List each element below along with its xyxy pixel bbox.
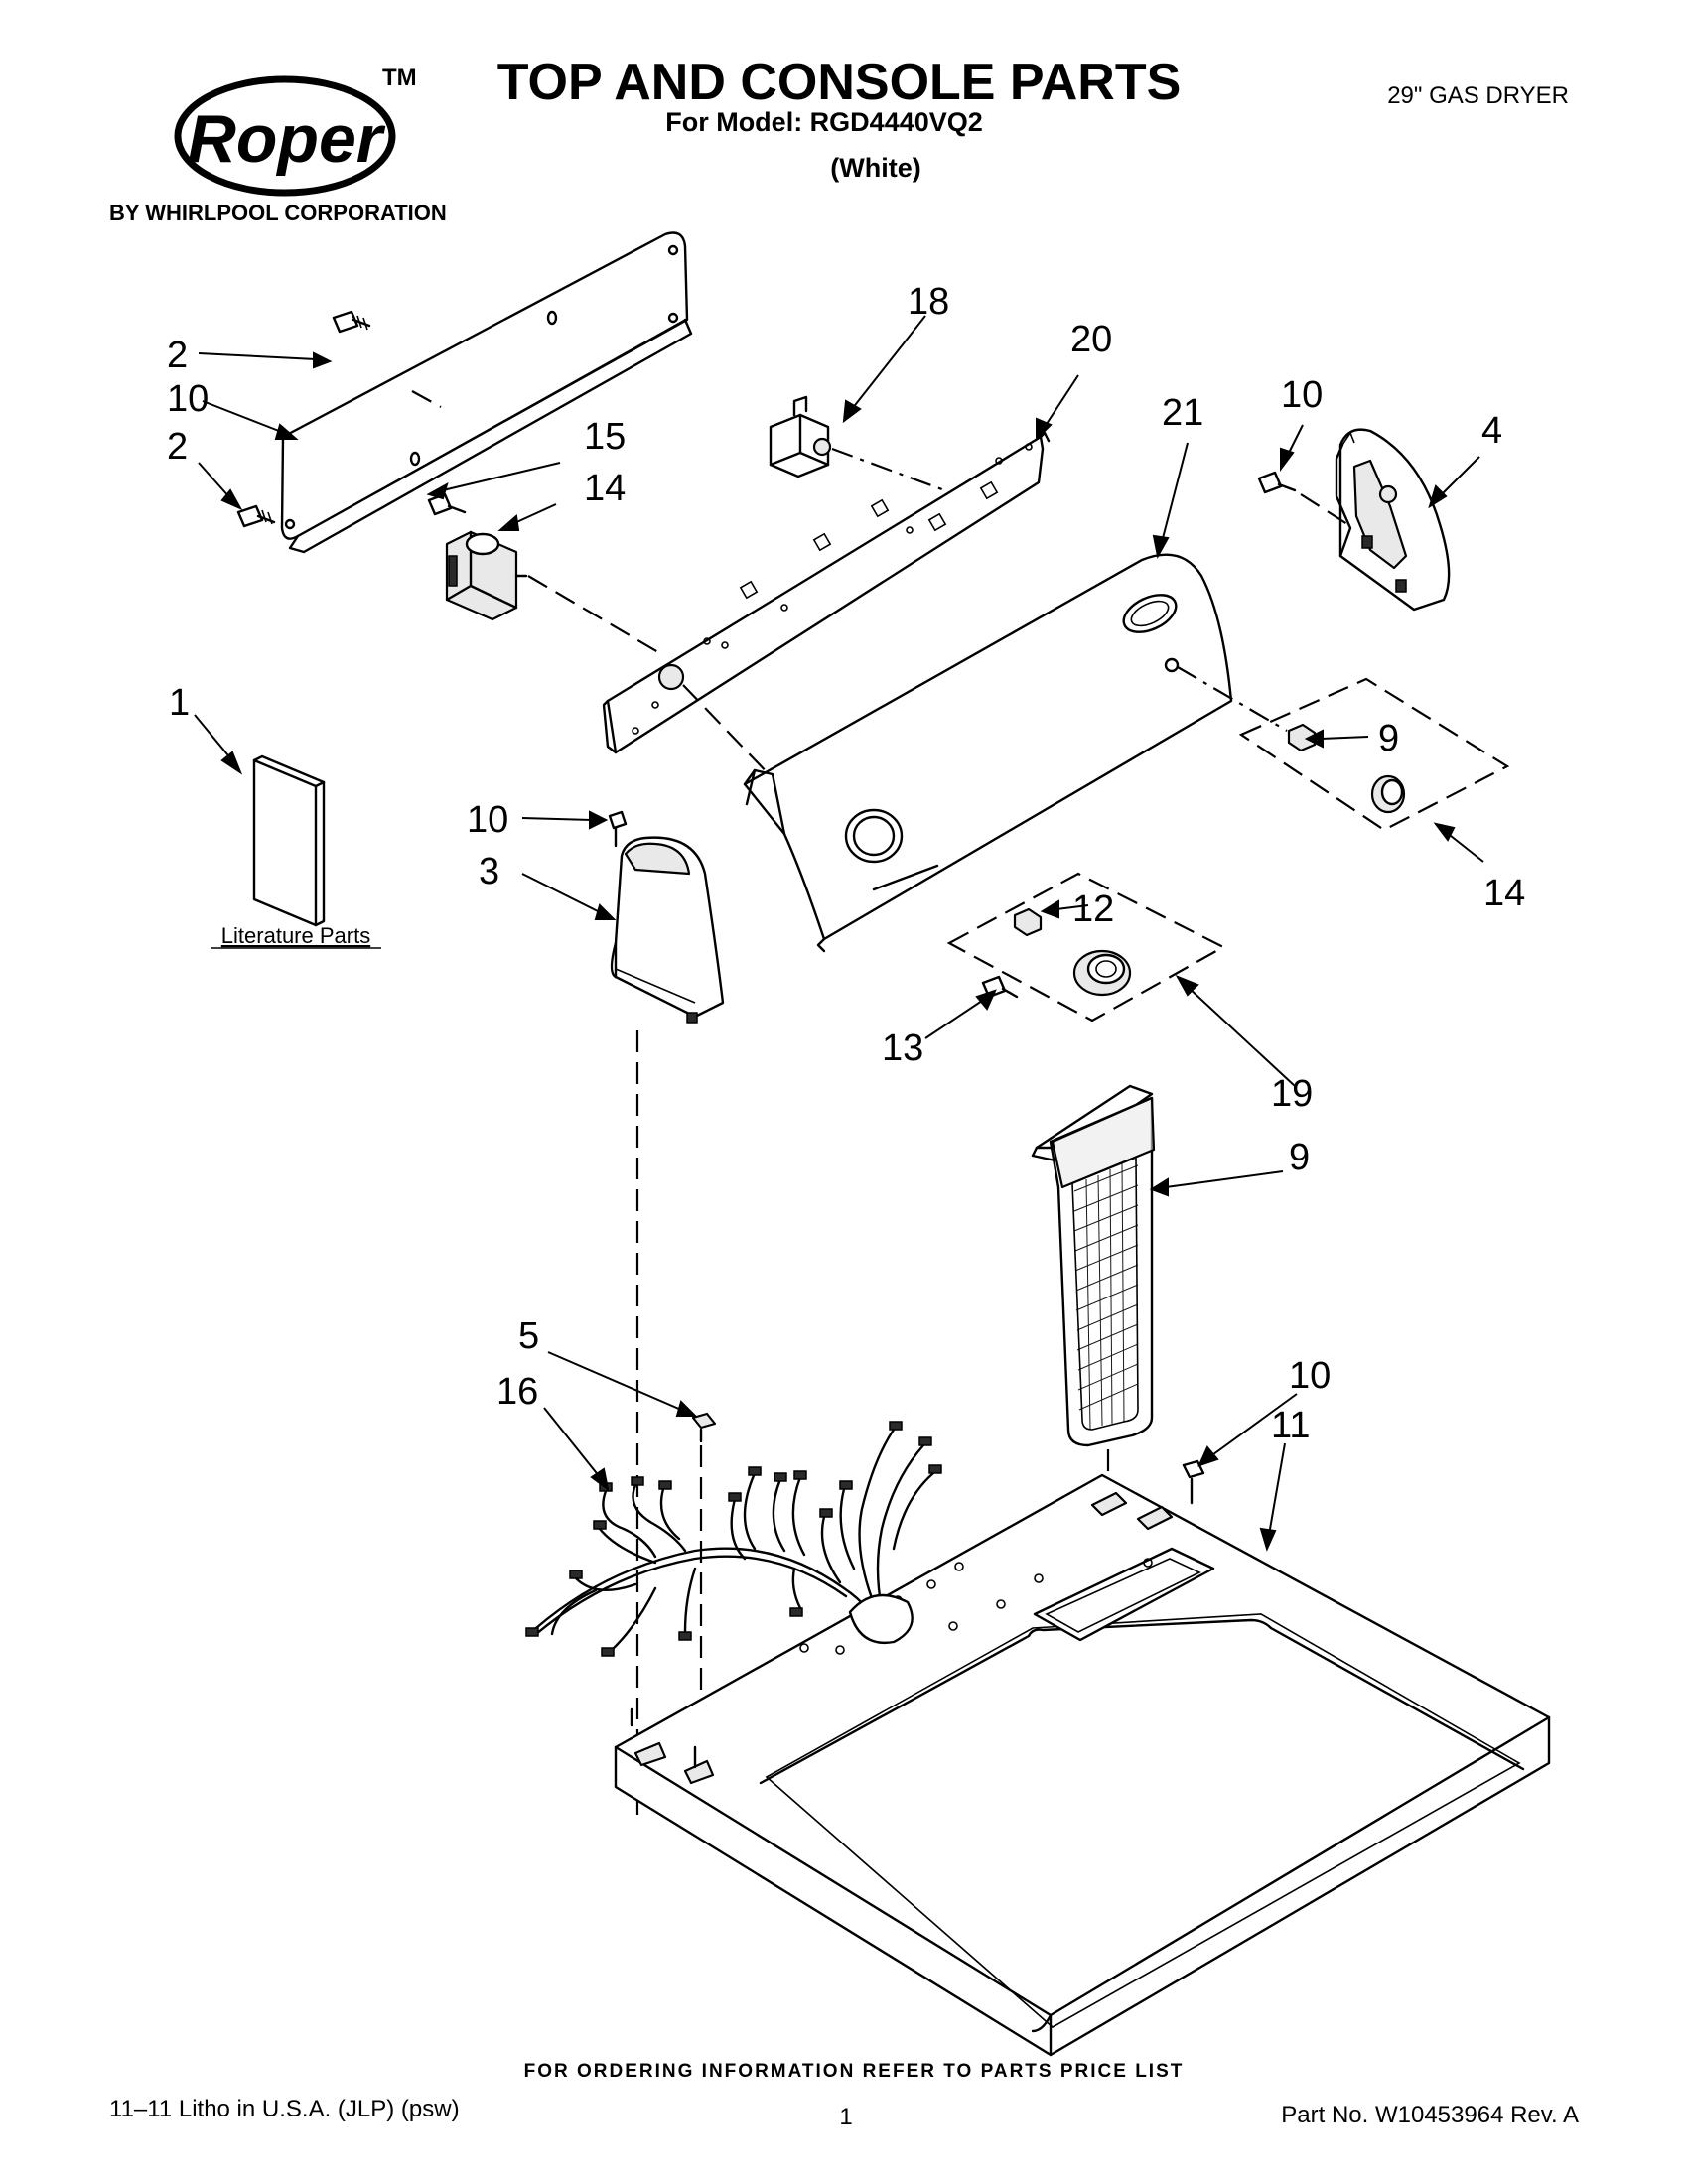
litho-line: 11–11 Litho in U.S.A. (JLP) (psw) (109, 2096, 460, 2122)
part-number: Part No. W10453964 Rev. A (1281, 2102, 1579, 2128)
part-6-rear-panel (280, 231, 693, 554)
part-20-control-panel (602, 431, 1051, 754)
product-label: 29" GAS DRYER (1387, 82, 1569, 109)
callout-9: 10 (1289, 1355, 1331, 1397)
ordering-note: FOR ORDERING INFORMATION REFER TO PARTS … (524, 2061, 1185, 2082)
part-11-top-panel (614, 1473, 1551, 2057)
callout-17: 15 (584, 416, 626, 458)
part-2-screw-lower (236, 504, 276, 528)
part-15-timer (445, 530, 528, 621)
part-3-end-cap (610, 836, 725, 1024)
callout-20: 20 (1070, 319, 1112, 360)
callout-2-lower: 2 (167, 426, 188, 468)
trademark-mark: TM (382, 65, 417, 91)
callout-5: 5 (518, 1315, 539, 1357)
part-14-knob-kit (1238, 677, 1510, 832)
callout-18: 18 (908, 281, 949, 323)
part-10-screw-left (608, 810, 628, 848)
callout-4: 4 (1481, 410, 1502, 452)
callout-6: 10 (167, 378, 209, 420)
callout-10-left: 10 (467, 799, 508, 841)
callout-13: 13 (882, 1027, 923, 1069)
callout-19: 19 (1271, 1073, 1313, 1115)
callout-leaders (194, 315, 1484, 1552)
callout-14: 14 (1483, 873, 1525, 914)
part-19-knob (1072, 949, 1132, 997)
part-14-knob (1370, 774, 1406, 814)
part-5-clip (691, 1412, 717, 1443)
callout-2-upper: 2 (167, 335, 188, 376)
part-16-wire-harness (525, 1421, 942, 1657)
callout-21: 21 (1162, 392, 1203, 434)
part-10-screw-endcap (1257, 471, 1351, 527)
color-line: (White) (830, 153, 920, 183)
page-number: 1 (839, 2104, 852, 2130)
callout-7: 9 (1289, 1137, 1310, 1178)
part-4-end-cap (1335, 428, 1451, 612)
page-title: TOP AND CONSOLE PARTS (497, 54, 1182, 111)
roper-logo: Roper TM (174, 65, 417, 197)
callout-1: 1 (169, 682, 190, 724)
part-2-screw-upper (332, 310, 371, 334)
model-line: For Model: RGD4440VQ2 (665, 107, 983, 137)
brand-byline: BY WHIRLPOOL CORPORATION (109, 201, 447, 225)
callout-12: 12 (1072, 888, 1114, 930)
part-17-screw (427, 492, 467, 516)
callout-16: 16 (496, 1371, 538, 1413)
callout-10-endcap: 10 (1281, 374, 1323, 416)
part-12-knob-spacer (1013, 907, 1043, 937)
callout-8: 9 (1378, 718, 1399, 759)
literature-parts-label: Literature Parts (221, 923, 370, 948)
part-13-screw (981, 975, 1019, 999)
part-9-screw (1182, 1459, 1205, 1505)
callout-3: 3 (479, 851, 499, 892)
part-7-lint-screen (1031, 1084, 1156, 1447)
callout-15: 14 (584, 468, 626, 509)
part-18-selector-switch (769, 395, 832, 478)
part-21-console (743, 553, 1233, 953)
part-1-literature (252, 754, 326, 927)
brand-logo-text: Roper (188, 101, 386, 177)
callout-11: 11 (1271, 1405, 1310, 1446)
part-19-knob-kit (946, 872, 1226, 1023)
part-8-knob-spacer (1287, 723, 1317, 752)
